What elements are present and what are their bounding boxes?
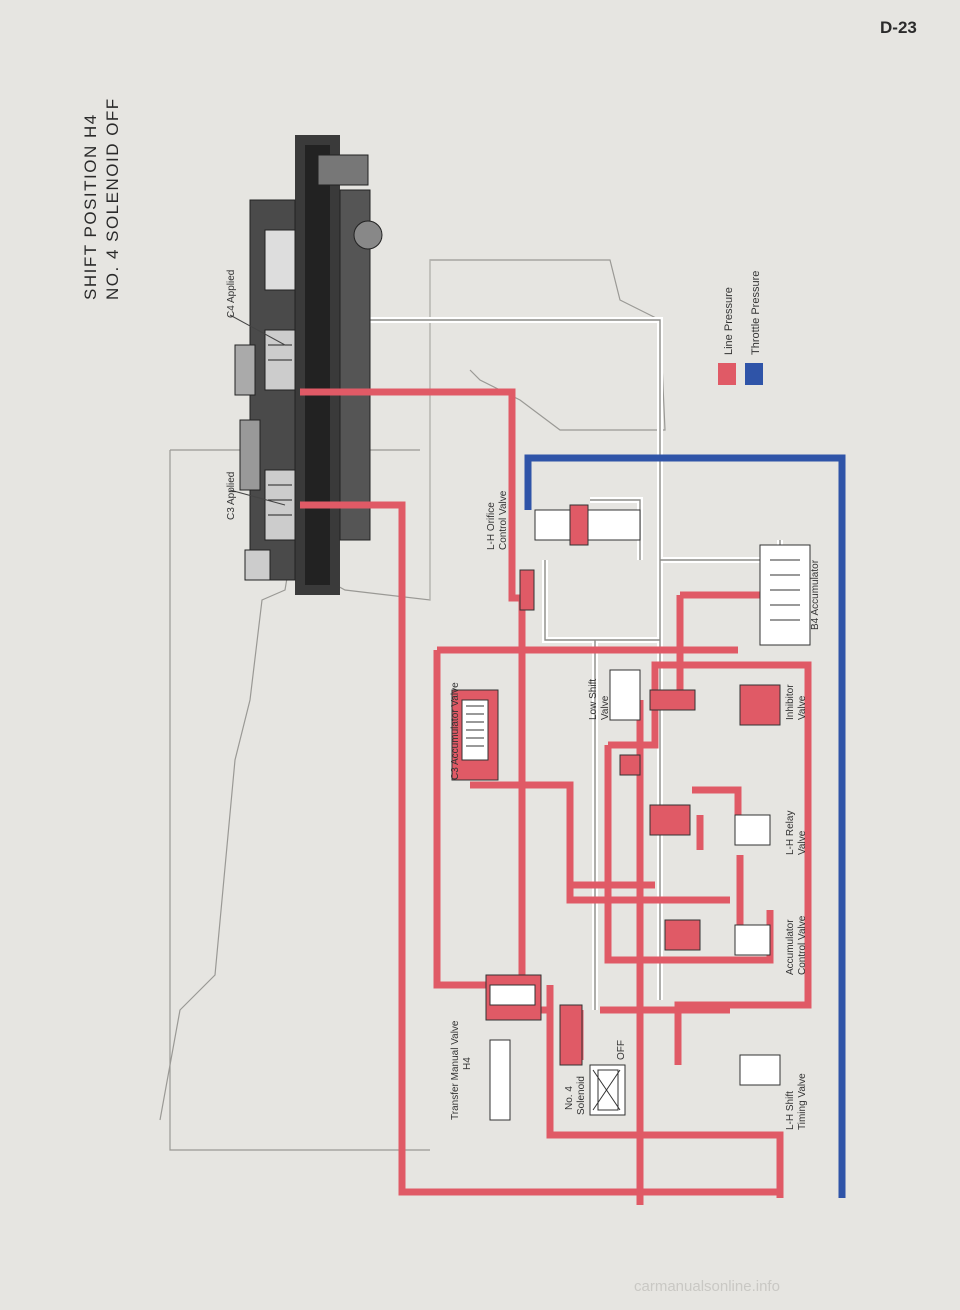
solenoid-state-label: OFF	[616, 1040, 627, 1060]
c3-accumulator-label: C3 Accumulator Valve	[450, 682, 461, 780]
footer-watermark: carmanualsonline.info	[634, 1278, 780, 1295]
b4-accumulator-label: B4 Accumulator	[810, 559, 821, 630]
c3-applied-label: C3 Applied	[226, 472, 237, 520]
transmission-assembly	[234, 135, 383, 595]
lh-relay-label-2: Valve	[797, 830, 808, 855]
low-shift-label-1: Low Shift	[588, 679, 599, 720]
diagram-title-line-2: NO. 4 SOLENOID OFF	[103, 97, 122, 300]
page-number: D-23	[880, 18, 917, 37]
inhibitor-label-1: Inhibitor	[785, 684, 796, 720]
solenoid-label-2: Solenoid	[576, 1076, 587, 1115]
legend-throttle-pressure-swatch	[745, 363, 763, 385]
lh-orifice-label-1: L-H Orifice	[486, 502, 497, 550]
legend-throttle-pressure-label: Throttle Pressure	[750, 271, 762, 355]
solenoid-label-1: No. 4	[564, 1086, 575, 1110]
accumulator-control-label-1: Accumulator	[785, 919, 796, 975]
legend-line-pressure-swatch	[718, 363, 736, 385]
transfer-manual-label-1: Transfer Manual Valve	[450, 1020, 461, 1120]
lh-relay-label-1: L-H Relay	[785, 811, 796, 855]
lh-shift-timing-label-1: L-H Shift	[785, 1091, 796, 1130]
diagram-title-line-1: SHIFT POSITION H4	[81, 113, 100, 300]
c4-applied-label: C4 Applied	[226, 270, 237, 318]
low-shift-label-2: Valve	[600, 695, 611, 720]
lh-orifice-label-2: Control Valve	[498, 490, 509, 550]
throttle-pressure-line	[524, 454, 846, 1198]
transfer-manual-label-2: H4	[462, 1057, 473, 1070]
accumulator-control-label-2: Control Valve	[797, 915, 808, 975]
applied-leaders	[229, 314, 286, 506]
transmission-housing-outline	[159, 259, 666, 1151]
solenoid-icon	[597, 1069, 619, 1111]
legend-line-pressure-label: Line Pressure	[723, 287, 735, 355]
inhibitor-label-2: Valve	[797, 695, 808, 720]
lh-shift-timing-label-2: Timing Valve	[797, 1073, 808, 1130]
valve-bodies	[451, 504, 811, 1121]
legend: Line Pressure Throttle Pressure	[718, 271, 763, 385]
